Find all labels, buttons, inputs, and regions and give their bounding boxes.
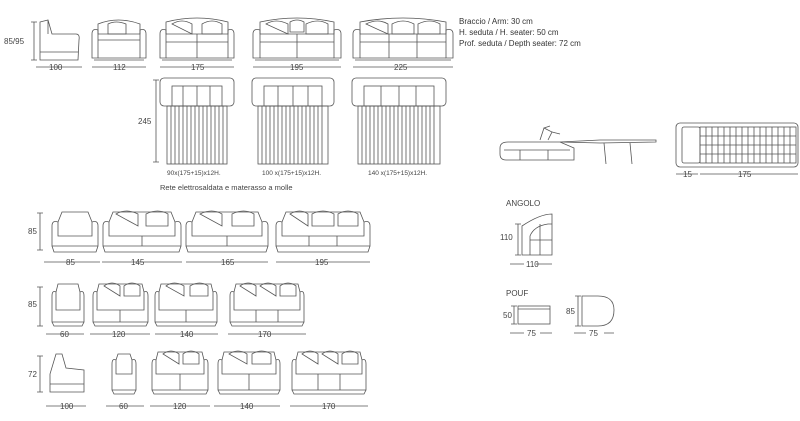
row5-height-label: 72: [28, 370, 37, 379]
bed-detail-dim-175: 175: [738, 170, 752, 179]
row1-width-195: 195: [290, 63, 304, 72]
armchair-85: [51, 211, 99, 253]
sofa-120-low: [151, 350, 209, 395]
row4-width-170: 170: [258, 330, 272, 339]
sofa-140: [154, 282, 218, 327]
row4-width-60: 60: [60, 330, 69, 339]
row3-height-label: 85: [28, 227, 37, 236]
row3-width-145: 145: [131, 258, 145, 267]
bed-caption-main: Rete elettrosaldata e materasso a molle: [160, 183, 293, 192]
row5-sofas: [37, 350, 368, 407]
pouf-title: POUF: [506, 289, 528, 298]
pouf-round-width: 75: [589, 329, 598, 338]
row4-width-140: 140: [180, 330, 194, 339]
row1-width-100: 100: [49, 63, 63, 72]
bed-mechanism-top-view: [675, 122, 799, 175]
sofa-165: [185, 210, 269, 253]
row1-width-112: 112: [113, 63, 126, 72]
row1-width-175: 175: [191, 63, 205, 72]
pouf-round: [581, 295, 615, 327]
row4-height-label: 85: [28, 300, 37, 309]
row1-width-225: 225: [394, 63, 408, 72]
angolo-width-label: 110: [526, 260, 539, 269]
sofa-bed-90: [159, 77, 235, 165]
sofa-bed-140: [351, 77, 447, 165]
row5-width-140: 140: [240, 402, 254, 411]
row5-width-60: 60: [119, 402, 128, 411]
sofa-175: [159, 17, 235, 61]
row5-width-170: 170: [322, 402, 336, 411]
row2-sofa-beds: [153, 77, 447, 165]
bed-caption-100: 100 x(175+15)x12H.: [262, 170, 321, 177]
sofa-195-skirted: [275, 210, 371, 253]
sofa-side-view: [39, 19, 80, 61]
row3-sofas: [37, 210, 371, 263]
pouf-round-height: 85: [566, 307, 575, 316]
spec-arm: Braccio / Arm: 30 cm: [459, 17, 533, 26]
row3-width-165: 165: [221, 258, 235, 267]
pouf-drawings: [510, 295, 615, 334]
armchair-60: [51, 283, 85, 327]
bed-caption-90: 90x(175+15)x12H.: [167, 170, 221, 177]
sofa-bed-100: [251, 77, 335, 165]
chaise-side-view: [49, 353, 85, 393]
pouf-rectangular: [517, 305, 551, 325]
angolo-corner: [510, 213, 553, 265]
spec-seat-depth: Prof. seduta / Depth seater: 72 cm: [459, 39, 581, 48]
row1-sofas: [31, 17, 454, 68]
row3-width-85: 85: [66, 258, 75, 267]
sofa-140-low: [217, 350, 281, 395]
sofa-120: [92, 282, 149, 327]
row5-width-120: 120: [173, 402, 187, 411]
spec-seat-height: H. seduta / H. seater: 50 cm: [459, 28, 559, 37]
bed-detail-dim-15: 15: [683, 170, 692, 179]
row1-height-label: 85/95: [4, 37, 25, 46]
sofa-145: [102, 210, 182, 253]
beds-height-label: 245: [138, 117, 152, 126]
pouf-rect-height: 50: [503, 311, 512, 320]
row4-width-120: 120: [112, 330, 126, 339]
specs-block: Braccio / Arm: 30 cm H. seduta / H. seat…: [459, 16, 581, 49]
armchair-112: [91, 19, 147, 61]
sofa-195: [252, 17, 342, 61]
angolo-height-label: 110: [500, 233, 513, 242]
armchair-60-low: [111, 353, 137, 395]
sofa-170: [229, 282, 305, 327]
bed-caption-140: 140 x(175+15)x12H.: [368, 170, 427, 177]
row4-sofas: [37, 282, 306, 335]
pouf-rect-width: 75: [527, 329, 536, 338]
row3-width-195: 195: [315, 258, 329, 267]
bed-mechanism-side-view: [499, 125, 657, 165]
sofa-225: [352, 17, 454, 61]
angolo-title: ANGOLO: [506, 199, 540, 208]
row5-width-100: 100: [60, 402, 74, 411]
sofa-170-low: [291, 350, 367, 395]
